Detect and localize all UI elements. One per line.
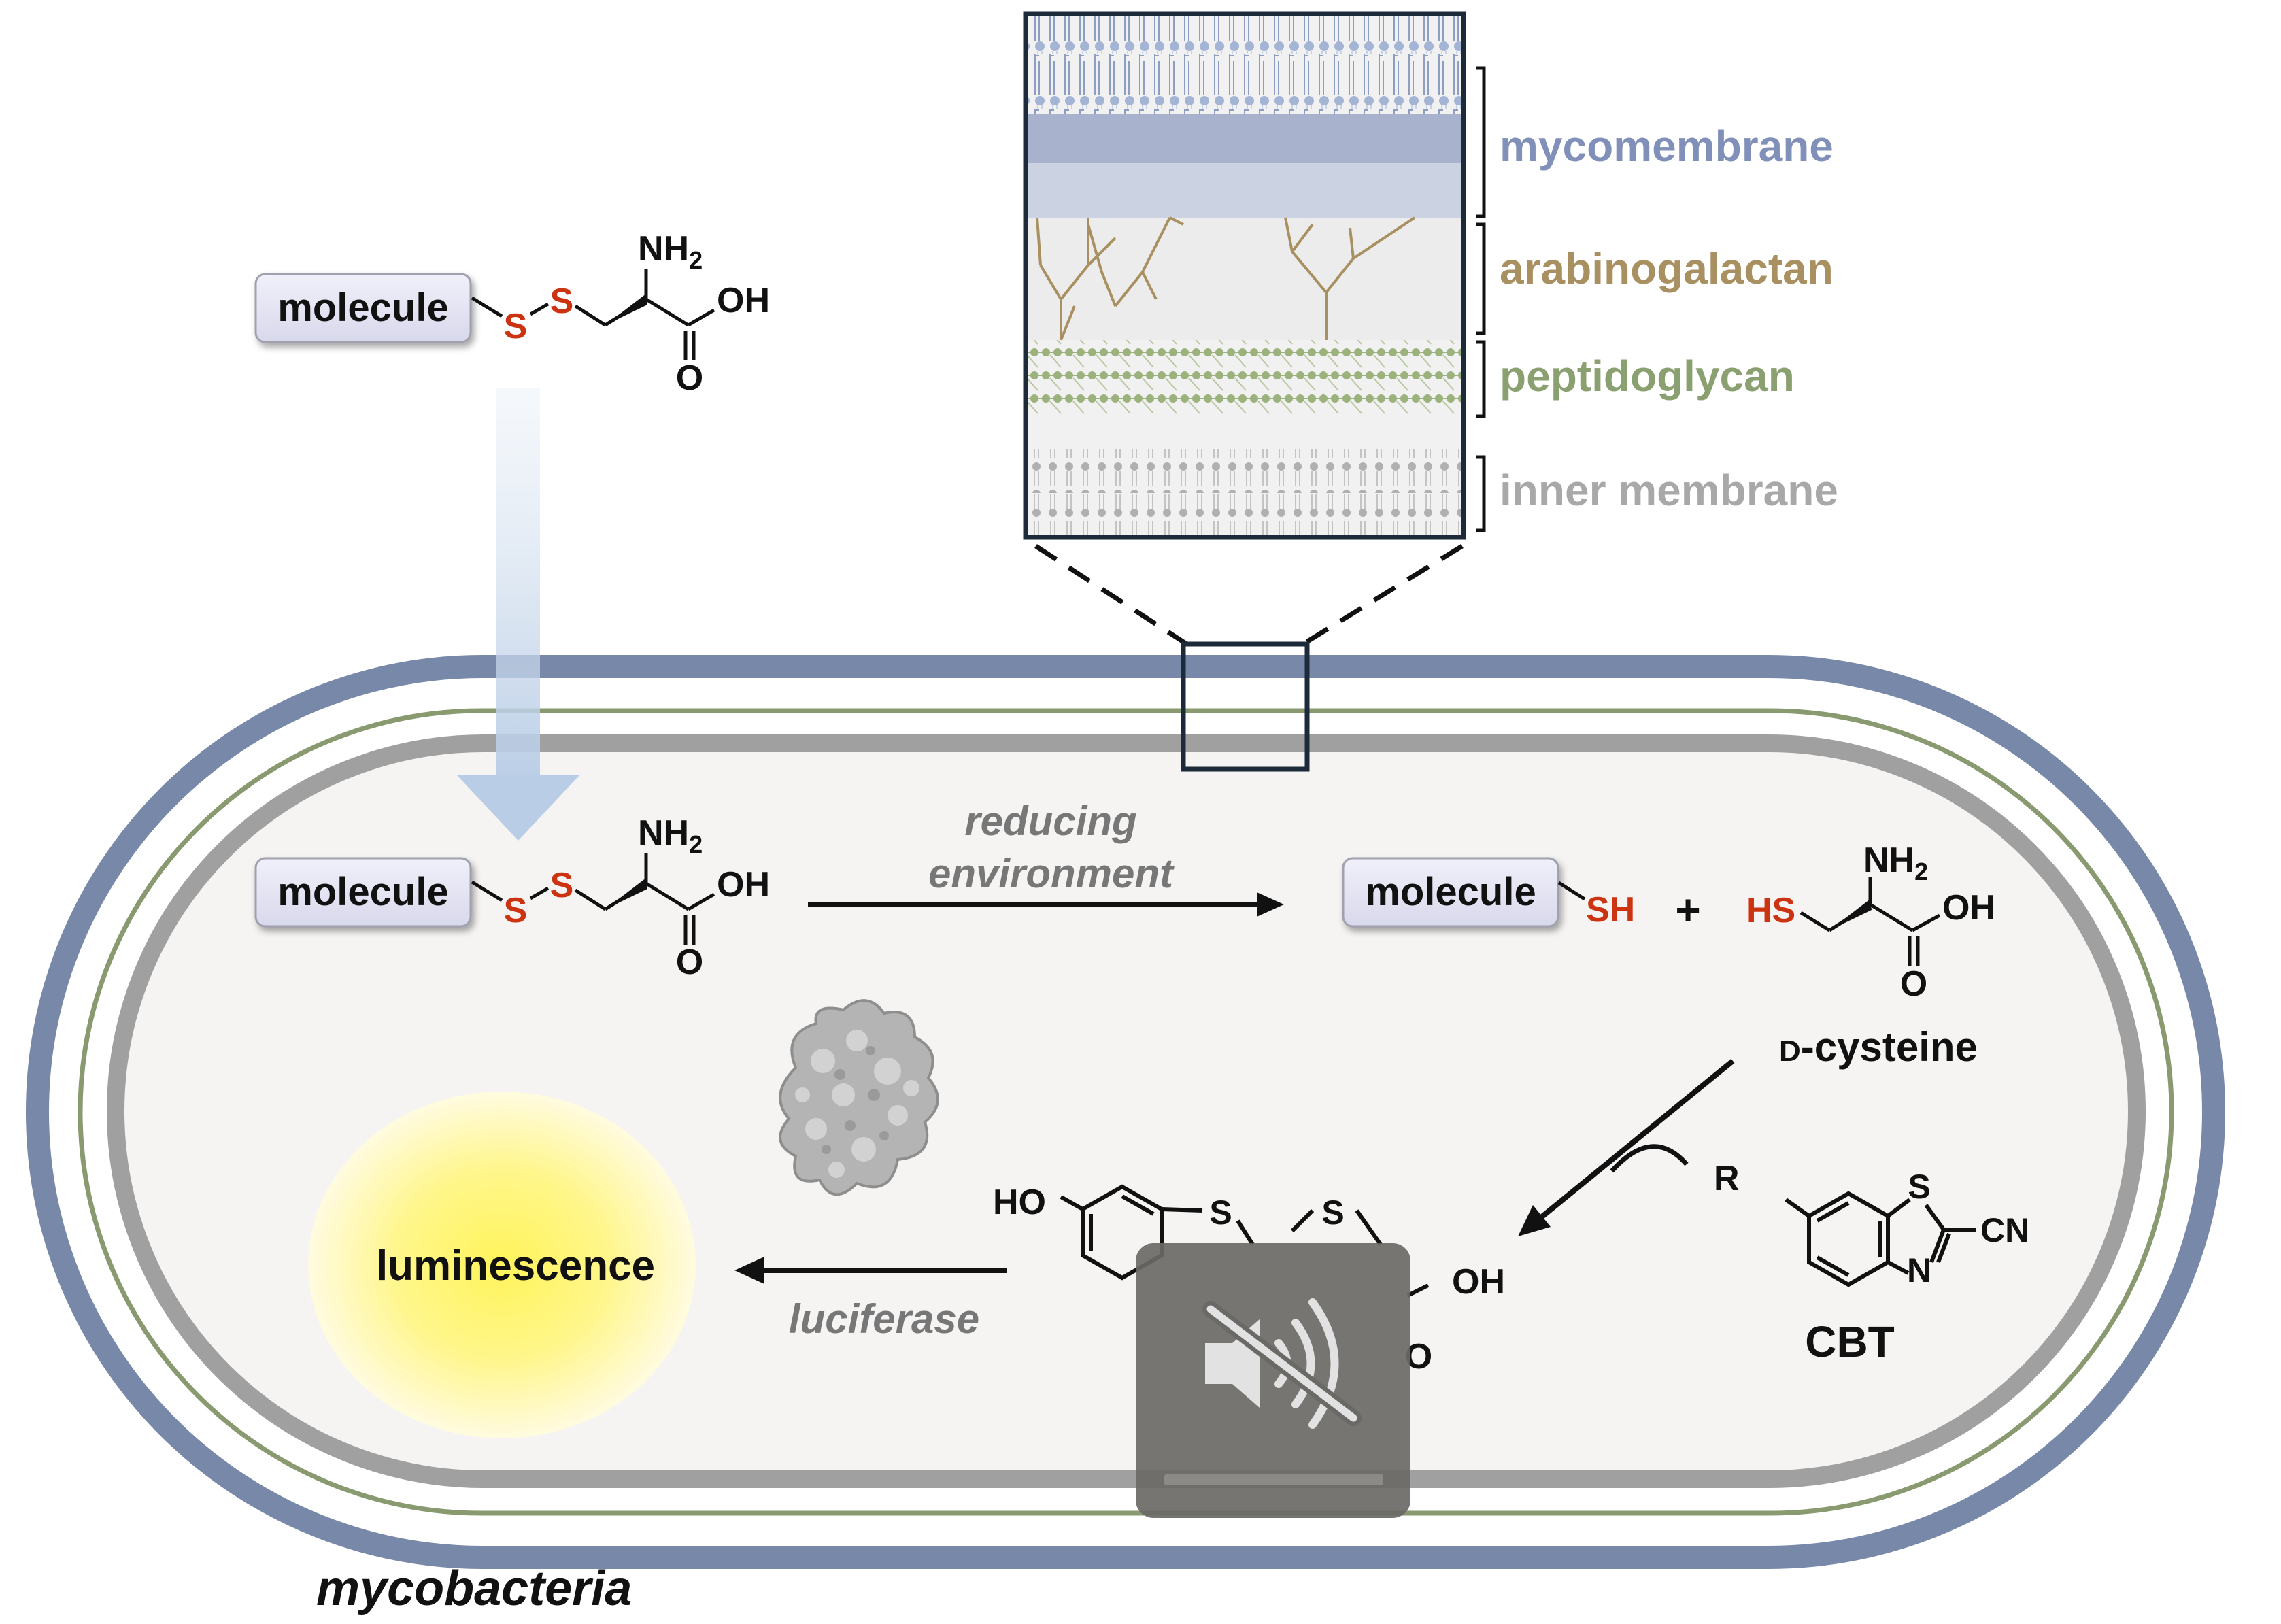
bracket-inner-membrane xyxy=(1476,455,1486,532)
d-cysteine: HS NH2 OH O D-cysteine xyxy=(1746,841,1995,1070)
layer-brackets xyxy=(1476,66,1486,532)
zoom-line-left xyxy=(1034,544,1188,646)
arabinogalactan-region xyxy=(1026,218,1464,340)
label-arabinogalactan: arabinogalactan xyxy=(1500,244,1834,293)
mycomembrane-band-light xyxy=(1026,163,1464,218)
luminescence-output: luminescence xyxy=(308,1092,696,1438)
luciferase-label: luciferase xyxy=(789,1296,979,1342)
molecule-label: molecule xyxy=(1365,870,1536,914)
speaker-muted-icon xyxy=(1202,1298,1362,1429)
arabinogalactan-branches xyxy=(1036,216,1416,341)
sulfur-2: S xyxy=(1321,1194,1344,1232)
carbonyl-o-label: O xyxy=(676,358,703,398)
label-inner-membrane: inner membrane xyxy=(1500,466,1838,515)
carbonyl-o-label: O xyxy=(1900,964,1927,1004)
sulfur-2: S xyxy=(550,282,574,321)
condition-line-1: reducing xyxy=(964,798,1136,844)
bracket-arabinogalactan xyxy=(1476,222,1486,335)
hydroxyl-label: OH xyxy=(717,865,770,904)
hydroxyl-label: OH xyxy=(1942,888,1995,928)
hydroxyl-ho-label: HO xyxy=(993,1183,1046,1222)
sulfur-label: S xyxy=(1908,1168,1930,1206)
reduction-step: reducing environment xyxy=(808,798,1284,917)
d-cysteine-label: D-cysteine xyxy=(1779,1024,1978,1070)
cell-wall-zoom-inset: mycomembrane arabinogalactan peptidoglyc… xyxy=(1023,11,1838,772)
condensation-arrow xyxy=(1535,1058,1735,1223)
zoom-line-right xyxy=(1302,544,1464,646)
sulfur-1: S xyxy=(1209,1194,1232,1232)
thiol-label: SH xyxy=(1586,890,1635,930)
product-thiol: molecule SH + xyxy=(1342,857,1701,934)
label-peptidoglycan: peptidoglycan xyxy=(1500,352,1795,401)
luciferase-step: luciferase xyxy=(734,1257,1007,1342)
hydroxyl-label: OH xyxy=(717,281,770,320)
sulfur-1: S xyxy=(504,891,528,930)
cbt-molecule: R S N CN CBT xyxy=(1714,1159,2029,1366)
peptidoglycan-region xyxy=(1026,340,1464,415)
amine-label: NH2 xyxy=(638,813,703,858)
luciferin-molecule: HO S S OH O xyxy=(993,1183,1505,1376)
amine-label: NH2 xyxy=(638,229,703,274)
volume-muted-overlay[interactable] xyxy=(1136,1243,1410,1518)
amine-label: NH2 xyxy=(1863,841,1928,885)
inner-membrane-top-leaflet xyxy=(1026,449,1464,493)
bracket-peptidoglycan xyxy=(1476,340,1486,418)
organism-label: mycobacteria xyxy=(316,1561,632,1616)
sulfur-1: S xyxy=(504,307,528,346)
wall-layers xyxy=(1026,14,1464,537)
cbt-addition-curve xyxy=(1610,1144,1689,1173)
thiol-hs-label: HS xyxy=(1746,891,1795,930)
nitrogen-label: N xyxy=(1907,1251,1931,1289)
molecule-label: molecule xyxy=(277,870,448,914)
probe-outside: molecule S S NH2 OH O xyxy=(254,229,770,398)
luminescence-glow xyxy=(308,1092,696,1438)
molecule-box xyxy=(254,857,472,928)
zoom-source-box xyxy=(1181,641,1310,772)
plus-sign: + xyxy=(1675,885,1700,934)
inner-membrane-bottom-leaflet xyxy=(1026,493,1464,537)
uptake-arrow xyxy=(457,388,579,841)
volume-level-bar xyxy=(1164,1474,1383,1485)
mycomembrane-outer-leaflet xyxy=(1026,14,1464,116)
carbonyl-o-label: O xyxy=(676,943,703,982)
molecule-label: molecule xyxy=(277,286,448,330)
label-mycomembrane: mycomembrane xyxy=(1500,122,1834,171)
condensation-step xyxy=(1518,1058,1735,1236)
mycomembrane-band-dark xyxy=(1026,114,1464,163)
sulfur-2: S xyxy=(550,866,574,905)
bracket-mycomembrane xyxy=(1476,66,1486,218)
zoom-inset-frame xyxy=(1023,11,1466,540)
hydroxyl-label: OH xyxy=(1452,1262,1505,1302)
condition-line-2: environment xyxy=(928,851,1175,896)
molecule-box xyxy=(254,273,472,343)
luminescence-label: luminescence xyxy=(376,1242,655,1289)
molecule-box xyxy=(1342,857,1559,928)
nitrile-label: CN xyxy=(1980,1211,2029,1249)
r-group-label: R xyxy=(1714,1159,1740,1198)
luciferase-protein-structure xyxy=(779,999,939,1196)
cbt-label: CBT xyxy=(1805,1317,1895,1366)
probe-inside: molecule S S NH2 OH O xyxy=(254,813,770,982)
